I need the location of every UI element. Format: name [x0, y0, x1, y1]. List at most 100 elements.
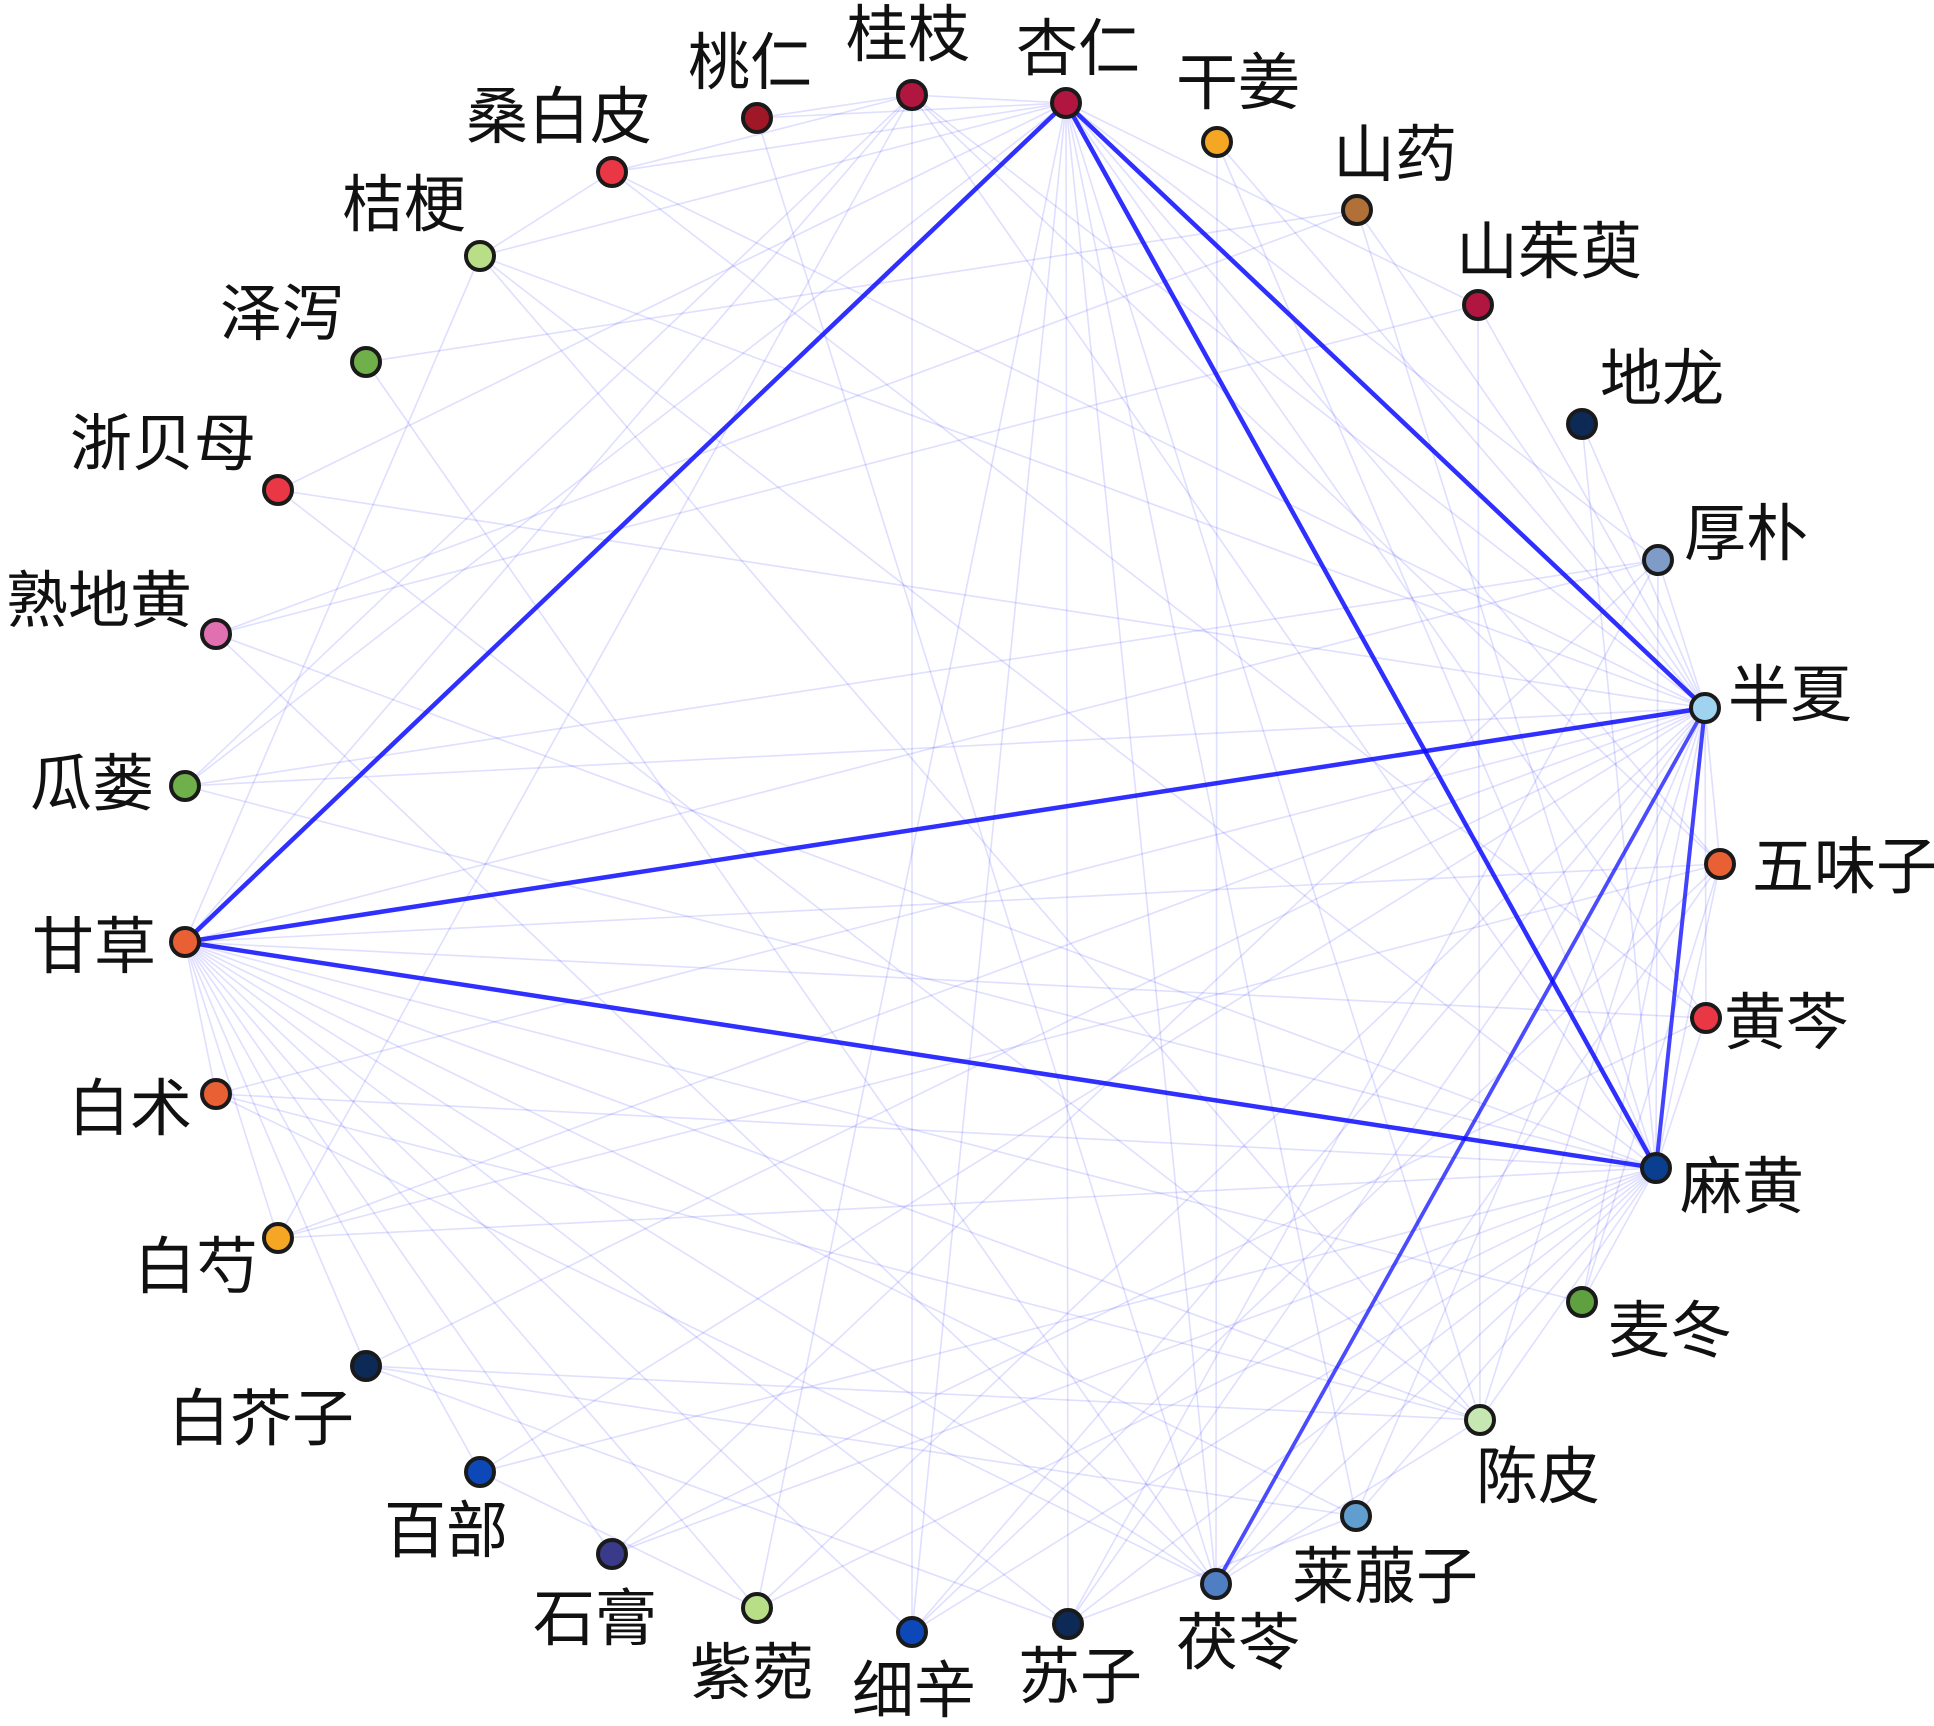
strong-edge-n23-n7 — [182, 705, 1708, 945]
node-n29: 桑白皮 — [466, 80, 652, 188]
weak-edge-n31-n30 — [756, 94, 913, 119]
weak-edge-n18-n6 — [611, 559, 1659, 1555]
weak-edge-n23-n20 — [184, 941, 367, 1367]
node-label: 浙贝母 — [70, 407, 256, 480]
weak-edge-n25-n10 — [215, 633, 1657, 1169]
node-n11: 麦冬 — [1566, 1286, 1732, 1367]
weak-edge-n1-n16 — [911, 102, 1067, 1633]
weak-edge-n10-n9 — [1655, 1017, 1707, 1169]
weak-edge-n1-n12 — [1065, 102, 1481, 1421]
weak-edge-n23-n12 — [184, 941, 1481, 1421]
node-label: 麦冬 — [1608, 1294, 1732, 1367]
node-label: 熟地黄 — [6, 564, 192, 637]
node-n3: 山药 — [1333, 118, 1457, 226]
node-n12: 陈皮 — [1464, 1404, 1600, 1513]
weak-edge-n1-n8 — [1065, 102, 1721, 865]
node-dot — [596, 156, 628, 188]
node-n22: 白术 — [68, 1072, 232, 1145]
node-n28: 桔梗 — [342, 168, 496, 272]
strong-edge-n1-n7 — [1063, 100, 1708, 711]
node-label: 茯苓 — [1176, 1606, 1300, 1679]
weak-edge-n23-n14 — [184, 941, 1217, 1585]
node-dot — [1566, 1286, 1598, 1318]
weak-edge-n20-n7 — [365, 707, 1706, 1367]
weak-edge-n14-n8 — [1215, 863, 1721, 1585]
node-n8: 五味子 — [1704, 830, 1934, 903]
node-n6: 厚朴 — [1642, 497, 1808, 576]
weak-edge-n23-n28 — [184, 255, 481, 943]
node-label: 白芍 — [134, 1230, 258, 1303]
node-n27: 泽泻 — [220, 277, 382, 378]
node-dot — [464, 240, 496, 272]
strong-edges-layer — [182, 100, 1708, 1586]
weak-edge-n15-n7 — [1067, 707, 1706, 1625]
node-dot — [1689, 692, 1721, 724]
weak-edge-n15-n10 — [1067, 1167, 1657, 1625]
node-label: 麻黄 — [1680, 1150, 1804, 1223]
node-dot — [896, 1616, 928, 1648]
node-n2: 干姜 — [1176, 46, 1300, 158]
weak-edge-n12-n4 — [1477, 304, 1481, 1421]
node-label: 黄芩 — [1724, 986, 1848, 1059]
node-dot — [169, 926, 201, 958]
weak-edge-n31-n21 — [277, 94, 913, 1239]
weak-edge-n17-n7 — [756, 707, 1706, 1609]
weak-edge-n1-n17 — [756, 102, 1067, 1609]
weak-edge-n7-n3 — [1356, 209, 1706, 709]
node-dot — [350, 1350, 382, 1382]
strong-edge-n1-n10 — [1063, 100, 1659, 1171]
weak-edge-n11-n7 — [1581, 707, 1706, 1303]
node-dot — [1704, 848, 1736, 880]
weak-edge-n31-n23 — [184, 94, 913, 943]
node-dot — [169, 770, 201, 802]
weak-edge-n18-n10 — [611, 1167, 1657, 1555]
weak-edge-n25-n4 — [215, 304, 1479, 635]
node-dot — [1341, 194, 1373, 226]
node-n17: 紫菀 — [690, 1592, 814, 1709]
weak-edge-n1-n28 — [479, 102, 1067, 257]
node-n26: 浙贝母 — [70, 407, 294, 506]
weak-edge-n16-n10 — [911, 1167, 1657, 1633]
weak-edge-n11-n10 — [1581, 1167, 1657, 1303]
weak-edge-n18-n9 — [611, 1017, 1707, 1555]
node-label: 五味子 — [1752, 830, 1934, 903]
node-dot — [200, 618, 232, 650]
node-label: 桔梗 — [342, 168, 466, 241]
node-label: 莱菔子 — [1292, 1540, 1478, 1613]
node-n9: 黄芩 — [1690, 986, 1848, 1059]
weak-edge-n1-n9 — [1065, 102, 1707, 1019]
weak-edge-n27-n3 — [365, 209, 1358, 363]
node-n5: 地龙 — [1566, 342, 1724, 440]
weak-edge-n23-n18 — [184, 941, 613, 1555]
weak-edge-n23-n15 — [184, 941, 1069, 1625]
weak-edge-n28-n12 — [479, 255, 1481, 1421]
weak-edge-n20-n15 — [365, 1365, 1069, 1625]
node-label: 石膏 — [533, 1582, 657, 1655]
weak-edge-n23-n17 — [184, 941, 758, 1609]
node-dot — [1690, 1002, 1722, 1034]
node-dot — [1201, 126, 1233, 158]
node-dot — [1052, 1608, 1084, 1640]
weak-edge-n7-n4 — [1477, 304, 1706, 709]
nodes-layer: 杏仁干姜山药山茱萸地龙厚朴半夏五味子黄芩麻黄麦冬陈皮莱菔子茯苓苏子细辛紫菀石膏百… — [6, 0, 1934, 1726]
node-label: 白芥子 — [168, 1382, 354, 1455]
weak-edge-n22-n7 — [215, 707, 1706, 1095]
weak-edge-n23-n11 — [184, 941, 1583, 1303]
weak-edge-n16-n8 — [911, 863, 1721, 1633]
weak-edge-n14-n10 — [1215, 1167, 1657, 1585]
weak-edge-n12-n7 — [1479, 707, 1706, 1421]
node-label: 桂枝 — [846, 0, 970, 71]
weak-edge-n22-n12 — [215, 1093, 1481, 1421]
weak-edge-n23-n19 — [184, 941, 481, 1473]
node-dot — [1464, 1404, 1496, 1436]
weak-edge-n8-n7 — [1704, 707, 1721, 865]
weak-edge-n20-n13 — [365, 1365, 1357, 1517]
weak-edge-n1-n31 — [911, 94, 1067, 104]
weak-edge-n10-n5 — [1581, 423, 1657, 1169]
weak-edges-layer — [184, 94, 1721, 1633]
node-dot — [741, 102, 773, 134]
weak-edge-n28-n7 — [479, 255, 1706, 709]
weak-edge-n24-n31 — [184, 94, 913, 787]
strong-edge-n1-n23 — [182, 100, 1069, 945]
strong-edge-n7-n10 — [1654, 706, 1707, 1170]
